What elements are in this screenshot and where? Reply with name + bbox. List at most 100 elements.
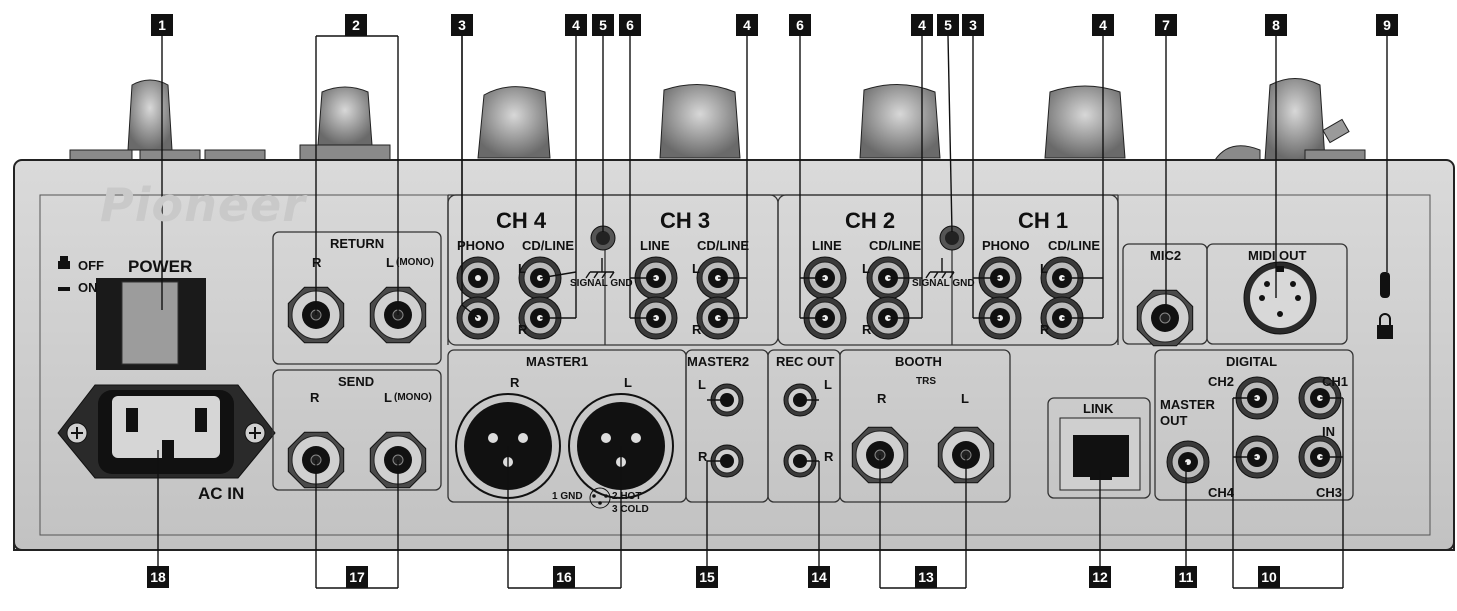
booth-title: BOOTH [895,354,942,369]
ch2-line-label: LINE [812,238,842,253]
ch4-cdline-label: CD/LINE [522,238,574,253]
callout-14: 14 [808,566,830,588]
midi-out-title: MIDI OUT [1248,248,1307,263]
master2-r-label: R [698,449,708,464]
callout-3-right: 3 [962,14,984,36]
callout-16: 16 [553,566,575,588]
ac-inlet [57,384,276,479]
digital-master-out-jack [1166,440,1210,484]
midi-out-jack [1243,261,1317,335]
callout-17: 17 [346,566,368,588]
return-l-label: L [386,255,394,270]
brand-logo: Pioneer [100,178,306,232]
send-title: SEND [338,374,375,389]
callout-8: 8 [1265,14,1287,36]
xlr-pinout-icon [589,487,611,509]
callout-6-left: 6 [619,14,641,36]
return-title: RETURN [330,236,385,251]
ch1-phono-label: PHONO [982,238,1030,253]
ch3-line-r-jack [634,296,678,340]
security-slot [1380,272,1390,298]
ch4-title: CH 4 [496,208,547,233]
send-l-label: L [384,390,392,405]
xlr-hot-label: 2 HOT [612,491,642,502]
callout-10: 10 [1258,566,1280,588]
callout-2: 2 [345,14,367,36]
leader-lines [157,35,1388,589]
callout-5-left: 5 [592,14,614,36]
ch2-cdline-label: CD/LINE [869,238,921,253]
callout-7: 7 [1155,14,1177,36]
power-on-label: ON [78,280,98,295]
kensington-lock-icon [1377,313,1393,339]
booth-r-label: R [877,391,887,406]
callout-15: 15 [696,566,718,588]
ch2-title: CH 2 [845,208,896,233]
return-mono-label: (MONO) [396,257,434,268]
callout-4-c: 4 [911,14,933,36]
booth-trs-label: TRS [916,376,936,387]
signal-gnd-label-right: SIGNAL GND [912,278,975,289]
ch4-phono-label: PHONO [457,238,505,253]
mic2-jack [1136,289,1194,347]
callout-11: 11 [1175,566,1197,588]
ch2-r-label: R [862,322,872,337]
master1-r-label: R [510,375,520,390]
ch4-l-label: L [518,261,526,276]
xlr-gnd-label: 1 GND [552,491,583,502]
callout-4-a: 4 [565,14,587,36]
master1-title: MASTER1 [526,354,589,369]
power-off-label: OFF [78,258,104,273]
ch1-cdline-label: CD/LINE [1048,238,1100,253]
digital-in-label: IN [1322,424,1335,439]
callout-9: 9 [1376,14,1398,36]
section-frames [272,194,1354,503]
digital-out-label: OUT [1160,413,1188,428]
callout-18: 18 [147,566,169,588]
booth-l-label: L [961,391,969,406]
digital-master-label: MASTER [1160,397,1215,412]
ch1-l-label: L [1040,261,1048,276]
ch4-phono-l-jack [456,256,500,300]
mic2-title: MIC2 [1150,248,1182,263]
link-title: LINK [1083,401,1114,416]
callout-4-d: 4 [1092,14,1114,36]
xlr-cold-label: 3 COLD [612,504,649,515]
rec-out-title: REC OUT [776,354,835,369]
ch3-line-label: LINE [640,238,670,253]
top-knobs [69,78,1366,166]
rec-out-l-label: L [824,377,832,392]
callout-3-left: 3 [451,14,473,36]
ch4-r-label: R [518,322,528,337]
ch1-r-label: R [1040,322,1050,337]
callout-12: 12 [1089,566,1111,588]
signal-gnd-symbol-left [585,258,615,279]
power-label: POWER [128,257,193,276]
digital-ch3-label: CH3 [1316,485,1343,500]
connectors-and-leaders [157,35,1388,589]
send-r-label: R [310,390,320,405]
digital-ch1-jack [1298,376,1342,420]
signal-gnd-terminal-left [590,225,616,251]
send-mono-label: (MONO) [394,392,432,403]
ch2-l-label: L [862,261,870,276]
digital-ch2-label: CH2 [1208,374,1235,389]
digital-title: DIGITAL [1226,354,1278,369]
signal-gnd-symbol-right [925,258,955,279]
callout-6-right: 6 [789,14,811,36]
callout-13: 13 [915,566,937,588]
ac-in-label: AC IN [198,484,245,503]
signal-gnd-terminal-right [939,225,965,251]
ch3-l-label: L [692,261,700,276]
callout-4-b: 4 [736,14,758,36]
master2-title: MASTER2 [687,354,750,369]
callout-1: 1 [151,14,173,36]
master1-l-label: L [624,375,632,390]
ch3-r-label: R [692,322,702,337]
ch1-title: CH 1 [1018,208,1069,233]
rec-out-r-label: R [824,449,834,464]
callout-5-right: 5 [937,14,959,36]
master2-l-label: L [698,377,706,392]
ch3-cdline-label: CD/LINE [697,238,749,253]
